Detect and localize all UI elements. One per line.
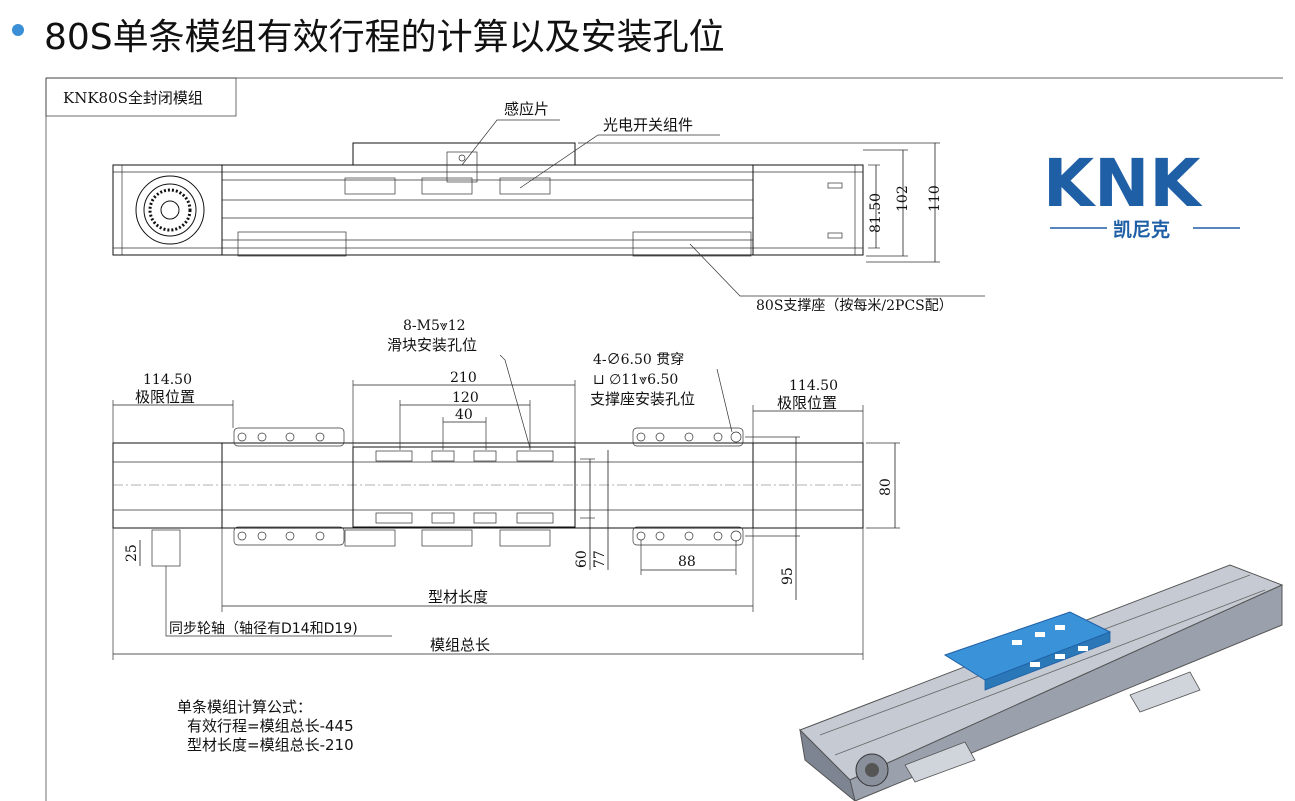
plate-tr — [632, 427, 744, 447]
support-holes-label: 支撑座安装孔位 — [590, 390, 695, 408]
slide-title: 80S单条模组有效行程的计算以及安装孔位 — [44, 17, 725, 58]
bottom-slider — [352, 446, 576, 528]
support-seat-label: 80S支撑座（按每米/2PCS配） — [756, 298, 953, 314]
formula-line-1: 有效行程=模组总长-445 — [187, 717, 354, 735]
pulley-bore — [160, 200, 180, 220]
logo-letters: KNK — [1043, 145, 1203, 222]
dim-88: 88 — [678, 554, 696, 570]
top-body — [112, 164, 864, 256]
plate-bl — [233, 526, 345, 546]
support-seat-left — [237, 231, 347, 257]
dim-80: 80 — [878, 478, 894, 496]
top-slider-cover — [352, 142, 576, 166]
plate-tl — [233, 427, 345, 447]
title-bullet — [12, 24, 24, 36]
sensor-plate-shape — [446, 151, 478, 183]
limit-right-label: 极限位置 — [777, 394, 837, 412]
dim-95: 95 — [780, 567, 796, 585]
slider-holes-label: 滑块安装孔位 — [387, 336, 477, 354]
limit-left-value: 114.50 — [143, 372, 192, 388]
formula-heading: 单条模组计算公式： — [177, 698, 312, 716]
plate-br — [632, 526, 744, 546]
dim-210: 210 — [450, 370, 477, 386]
slider-holes-spec: 8-M5⩔12 — [403, 318, 466, 334]
dim-120: 120 — [452, 390, 479, 406]
pulley-outer — [135, 175, 205, 245]
support-seat-right — [632, 231, 752, 257]
through-hole-label: 4-∅6.50 贯穿 — [593, 352, 684, 368]
label-box — [45, 77, 237, 117]
switch-1 — [344, 177, 396, 195]
dim-60: 60 — [574, 550, 590, 568]
knk-logo: KNK 凯尼克 — [1043, 145, 1240, 241]
dim-77: 77 — [592, 550, 608, 568]
sensor-plate-label: 感应片 — [504, 100, 549, 118]
dim-40: 40 — [455, 407, 473, 423]
module-length-label: 模组总长 — [430, 636, 490, 654]
box-label: KNK80S全封闭模组 — [63, 89, 203, 107]
shaft-label: 同步轮轴（轴径有D14和D19) — [169, 621, 358, 637]
bottom-body — [112, 442, 864, 529]
dim-102: 102 — [895, 185, 911, 212]
bottom-view: 8-M5⩔12 滑块安装孔位 4-∅6.50 贯穿 ⊔ ∅11⩔6.50 支撑座… — [112, 318, 900, 660]
formula-line-2: 型材长度=模组总长-210 — [187, 736, 354, 754]
profile-length-label: 型材长度 — [428, 588, 488, 606]
top-view: 感应片 光电开关组件 80S支撑座（按每米/2PCS配） 81.50 102 1… — [112, 100, 985, 314]
dim-25: 25 — [124, 544, 140, 562]
switch-3 — [499, 177, 551, 195]
logo-cn: 凯尼克 — [1113, 218, 1170, 241]
counterbore-label: ⊔ ∅11⩔6.50 — [593, 372, 678, 388]
photo-switch-label: 光电开关组件 — [603, 116, 693, 134]
limit-right-value: 114.50 — [789, 378, 838, 394]
module-3d-render — [799, 564, 1284, 801]
shaft-shape — [151, 529, 181, 567]
dim-110: 110 — [927, 185, 943, 212]
dim-81-50: 81.50 — [868, 193, 884, 233]
limit-left-label: 极限位置 — [135, 388, 195, 406]
